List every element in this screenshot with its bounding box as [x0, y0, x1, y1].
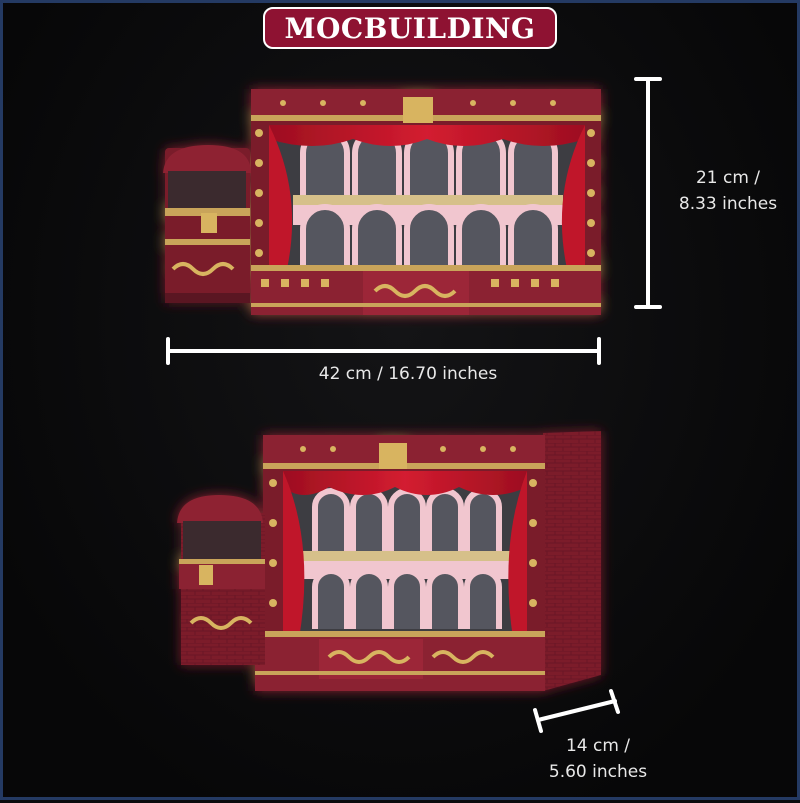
theater-front-view	[163, 89, 601, 315]
product-illustration	[163, 77, 662, 733]
theater-main-front	[251, 89, 601, 315]
height-cm-text: 21 cm /	[695, 168, 761, 188]
height-dimension-label: 21 cm / 8.33 inches	[663, 165, 793, 217]
width-dimension-label: 42 cm / 16.70 inches	[318, 364, 498, 384]
height-dimension-line	[634, 77, 662, 309]
balcony-lower	[293, 204, 563, 265]
theater-angled-view	[177, 431, 601, 691]
depth-dimension-label: 14 cm / 5.60 inches	[533, 733, 663, 785]
height-inches-text: 8.33 inches	[678, 194, 778, 214]
balcony-lower-angled	[303, 561, 517, 629]
balcony-upper-angled	[303, 488, 517, 561]
depth-dimension-line	[533, 689, 620, 733]
width-dimension-line	[166, 337, 601, 365]
depth-inches-text: 5.60 inches	[548, 762, 648, 782]
ticket-booth-front	[163, 145, 251, 303]
ticket-booth-angled	[177, 495, 265, 665]
depth-cm-text: 14 cm /	[565, 736, 631, 756]
brand-badge: MOCBUILDING	[263, 7, 557, 49]
